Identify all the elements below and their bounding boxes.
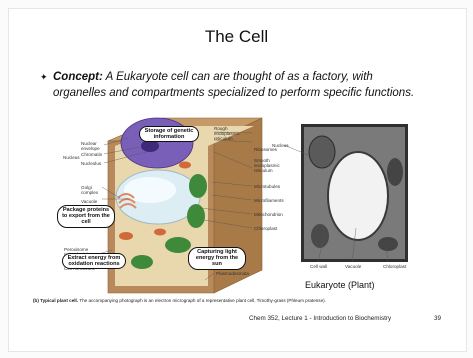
mitochondrion-1 — [119, 232, 133, 240]
label-golgi: Golgi complex — [81, 185, 101, 195]
label-nucleolus: Nucleolus — [81, 161, 101, 166]
label-smooth-er: Smooth endoplasmic reticulum — [254, 158, 292, 173]
chloroplast-2 — [187, 204, 205, 228]
micrograph-nucleus — [309, 136, 335, 168]
label-microtubules: Microtubules — [254, 184, 280, 189]
label-chloroplast-micrograph: Chloroplast — [383, 264, 406, 269]
micrograph-vacuole — [328, 152, 388, 240]
callout-storage: Storage of genetic information — [139, 126, 199, 142]
vacuole-highlight — [124, 177, 176, 203]
label-nucleus-micrograph: Nucleus — [272, 143, 289, 148]
label-microfilaments: Microfilaments — [254, 198, 284, 203]
label-vacuole-left: Vacuole — [81, 199, 97, 204]
chloroplast-3 — [165, 237, 191, 253]
figure-caption: (b) Typical plant cell. The accompanying… — [33, 298, 326, 303]
label-rough-er: Rough endoplasmic reticulum — [214, 126, 252, 141]
micrograph-chloroplast-3 — [311, 224, 329, 248]
mitochondrion-2 — [179, 162, 191, 169]
callout-extract: Extract energy from oxidation reactions — [62, 253, 126, 269]
label-mitochondrion: Mitochondrion — [254, 212, 283, 217]
label-chloroplast-right: Chloroplast — [254, 226, 277, 231]
label-cell-wall-micrograph: Cell wall — [310, 264, 327, 269]
label-nuclear-envelope: Nuclear envelope — [81, 141, 103, 151]
caption-bold: (b) Typical plant cell. — [33, 298, 78, 303]
chloroplast-1 — [189, 174, 207, 198]
chloroplast-4 — [131, 255, 153, 269]
callout-package: Package proteins to export from the cell — [57, 205, 115, 228]
label-vacuole-micrograph: Vacuole — [345, 264, 361, 269]
label-plasmodesmata: Plasmodesmata — [216, 271, 249, 276]
micrograph-chloroplast-1 — [387, 158, 403, 186]
micrograph-chloroplast-2 — [378, 237, 398, 251]
figure-title: Eukaryote (Plant) — [305, 280, 375, 290]
caption-text: The accompanying photograph is an electr… — [79, 298, 326, 303]
label-nucleus-left: Nucleus — [63, 155, 80, 160]
callout-capture: Capturing light energy from the sun — [188, 247, 246, 270]
label-chromatin: Chromatin — [81, 152, 102, 157]
mitochondrion-3 — [154, 229, 166, 236]
slide-footer: Chem 352, Lecture 1 - Introduction to Bi… — [249, 315, 391, 322]
page-number: 39 — [434, 315, 441, 322]
